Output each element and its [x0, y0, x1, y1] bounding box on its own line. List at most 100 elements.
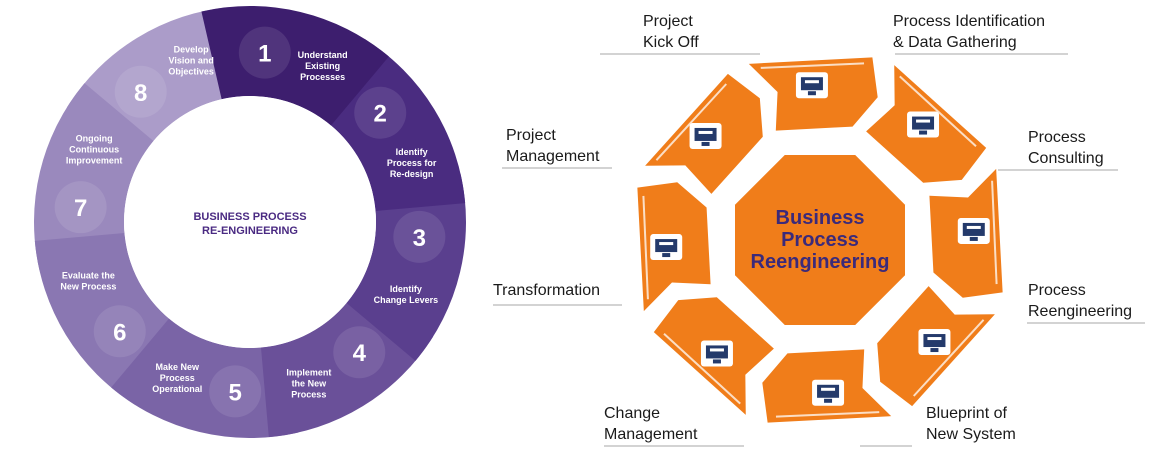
- icon-stand: [919, 130, 928, 135]
- trainer-board-icon: [650, 234, 683, 261]
- icon-screen: [705, 345, 728, 359]
- stage-label-8-line: Project: [506, 127, 556, 144]
- ring-segment-1: [201, 5, 389, 126]
- icon-screen: [800, 77, 823, 91]
- icon-detail: [916, 119, 931, 123]
- step-label-2-line: Re-design: [390, 169, 434, 179]
- icon-detail: [698, 130, 713, 134]
- icon-stand: [807, 91, 816, 96]
- icon-detail: [709, 348, 724, 352]
- stage-label-1-line: Project: [643, 13, 693, 30]
- stage-label-6-line: Management: [604, 426, 698, 443]
- icon-stand: [969, 236, 978, 241]
- stage-label-2-line: & Data Gathering: [893, 34, 1017, 51]
- arrow-highlight: [991, 180, 998, 285]
- step-label-4-line: Implement: [286, 368, 331, 378]
- step-number-badge-7: [54, 181, 107, 234]
- stage-label-5-line: Blueprint of: [926, 405, 1007, 422]
- step-label-1-line: Processes: [300, 72, 345, 82]
- arrow-highlight: [775, 411, 880, 418]
- step-label-3-line: Identify: [390, 284, 422, 294]
- step-number-8: 8: [134, 80, 147, 107]
- ring-segment-3: [346, 173, 466, 361]
- step-label-4-line: the New: [292, 379, 328, 389]
- step-label-7-line: Continuous: [69, 144, 119, 154]
- stage-label-5-line: New System: [926, 426, 1016, 443]
- step-label-6-line: Evaluate the: [62, 270, 115, 280]
- stage-label-5: Blueprint of New System: [926, 405, 1016, 443]
- stage-label-4-line: Process: [1028, 282, 1086, 299]
- step-number-6: 6: [113, 319, 126, 346]
- ring-center-title: BUSINESS PROCESS RE-ENGINEERING: [193, 211, 306, 237]
- arrow-highlight: [663, 332, 741, 405]
- step-label-5-line: Operational: [152, 384, 202, 394]
- ring-segment-7: [33, 83, 154, 271]
- step-number-5: 5: [229, 379, 242, 406]
- step-label-8-line: Develop: [174, 44, 210, 54]
- center-octagon: [735, 155, 905, 325]
- stage-label-2: Process Identification & Data Gathering: [893, 13, 1045, 51]
- document-folder-icon: [907, 111, 940, 138]
- icon-stand: [662, 253, 671, 258]
- stage-label-4-line: Reengineering: [1028, 303, 1132, 320]
- ring-center-title-line: RE-ENGINEERING: [202, 225, 298, 237]
- presentation-board-icon: [795, 72, 828, 99]
- arrow-highlight: [655, 83, 728, 161]
- step-label-7-line: Improvement: [66, 155, 123, 165]
- icon-stand: [930, 348, 939, 353]
- step-number-4: 4: [353, 340, 367, 367]
- step-label-4-line: Process: [291, 390, 326, 400]
- stage-label-7-line: Transformation: [493, 282, 600, 299]
- ring-center-title-line: BUSINESS PROCESS: [193, 211, 306, 223]
- arrow-highlight: [899, 75, 977, 148]
- ring-center: [124, 96, 376, 348]
- icon-screen: [694, 127, 717, 141]
- ring-segment-5: [111, 318, 299, 439]
- stage-label-6-line: Change: [604, 405, 660, 422]
- stage-label-7: Transformation: [493, 282, 600, 299]
- step-label-1-line: Understand: [298, 50, 348, 60]
- icon-screen: [923, 334, 946, 348]
- manager-desk-icon: [689, 122, 722, 149]
- stage-label-1-line: Kick Off: [643, 34, 699, 51]
- icon-detail: [966, 225, 981, 229]
- monitor-blueprint-icon: [812, 379, 845, 406]
- step-label-8-line: Objectives: [168, 66, 214, 76]
- icon-detail: [821, 387, 836, 391]
- step-number-badge-5: [209, 365, 262, 418]
- icon-detail: [659, 242, 674, 246]
- step-number-badge-1: [238, 26, 291, 79]
- octagon-center-title-line: Reengineering: [751, 251, 890, 273]
- icon-screen: [912, 116, 935, 130]
- step-label-8-line: Vision and: [169, 55, 214, 65]
- step-label-5-line: Process: [160, 373, 195, 383]
- icon-detail: [804, 80, 819, 84]
- step-label-2-line: Identify: [396, 147, 428, 157]
- step-label-3-line: Change Levers: [374, 295, 439, 305]
- arrow-highlight: [760, 62, 865, 69]
- stage-label-3-line: Consulting: [1028, 150, 1104, 167]
- stage-label-2-line: Process Identification: [893, 13, 1045, 30]
- stage-label-3-line: Process: [1028, 129, 1086, 146]
- step-number-1: 1: [258, 41, 271, 68]
- step-number-badge-8: [114, 65, 167, 118]
- arrow-highlight: [912, 319, 985, 397]
- consulting-people-icon: [957, 217, 990, 244]
- icon-stand: [701, 141, 710, 146]
